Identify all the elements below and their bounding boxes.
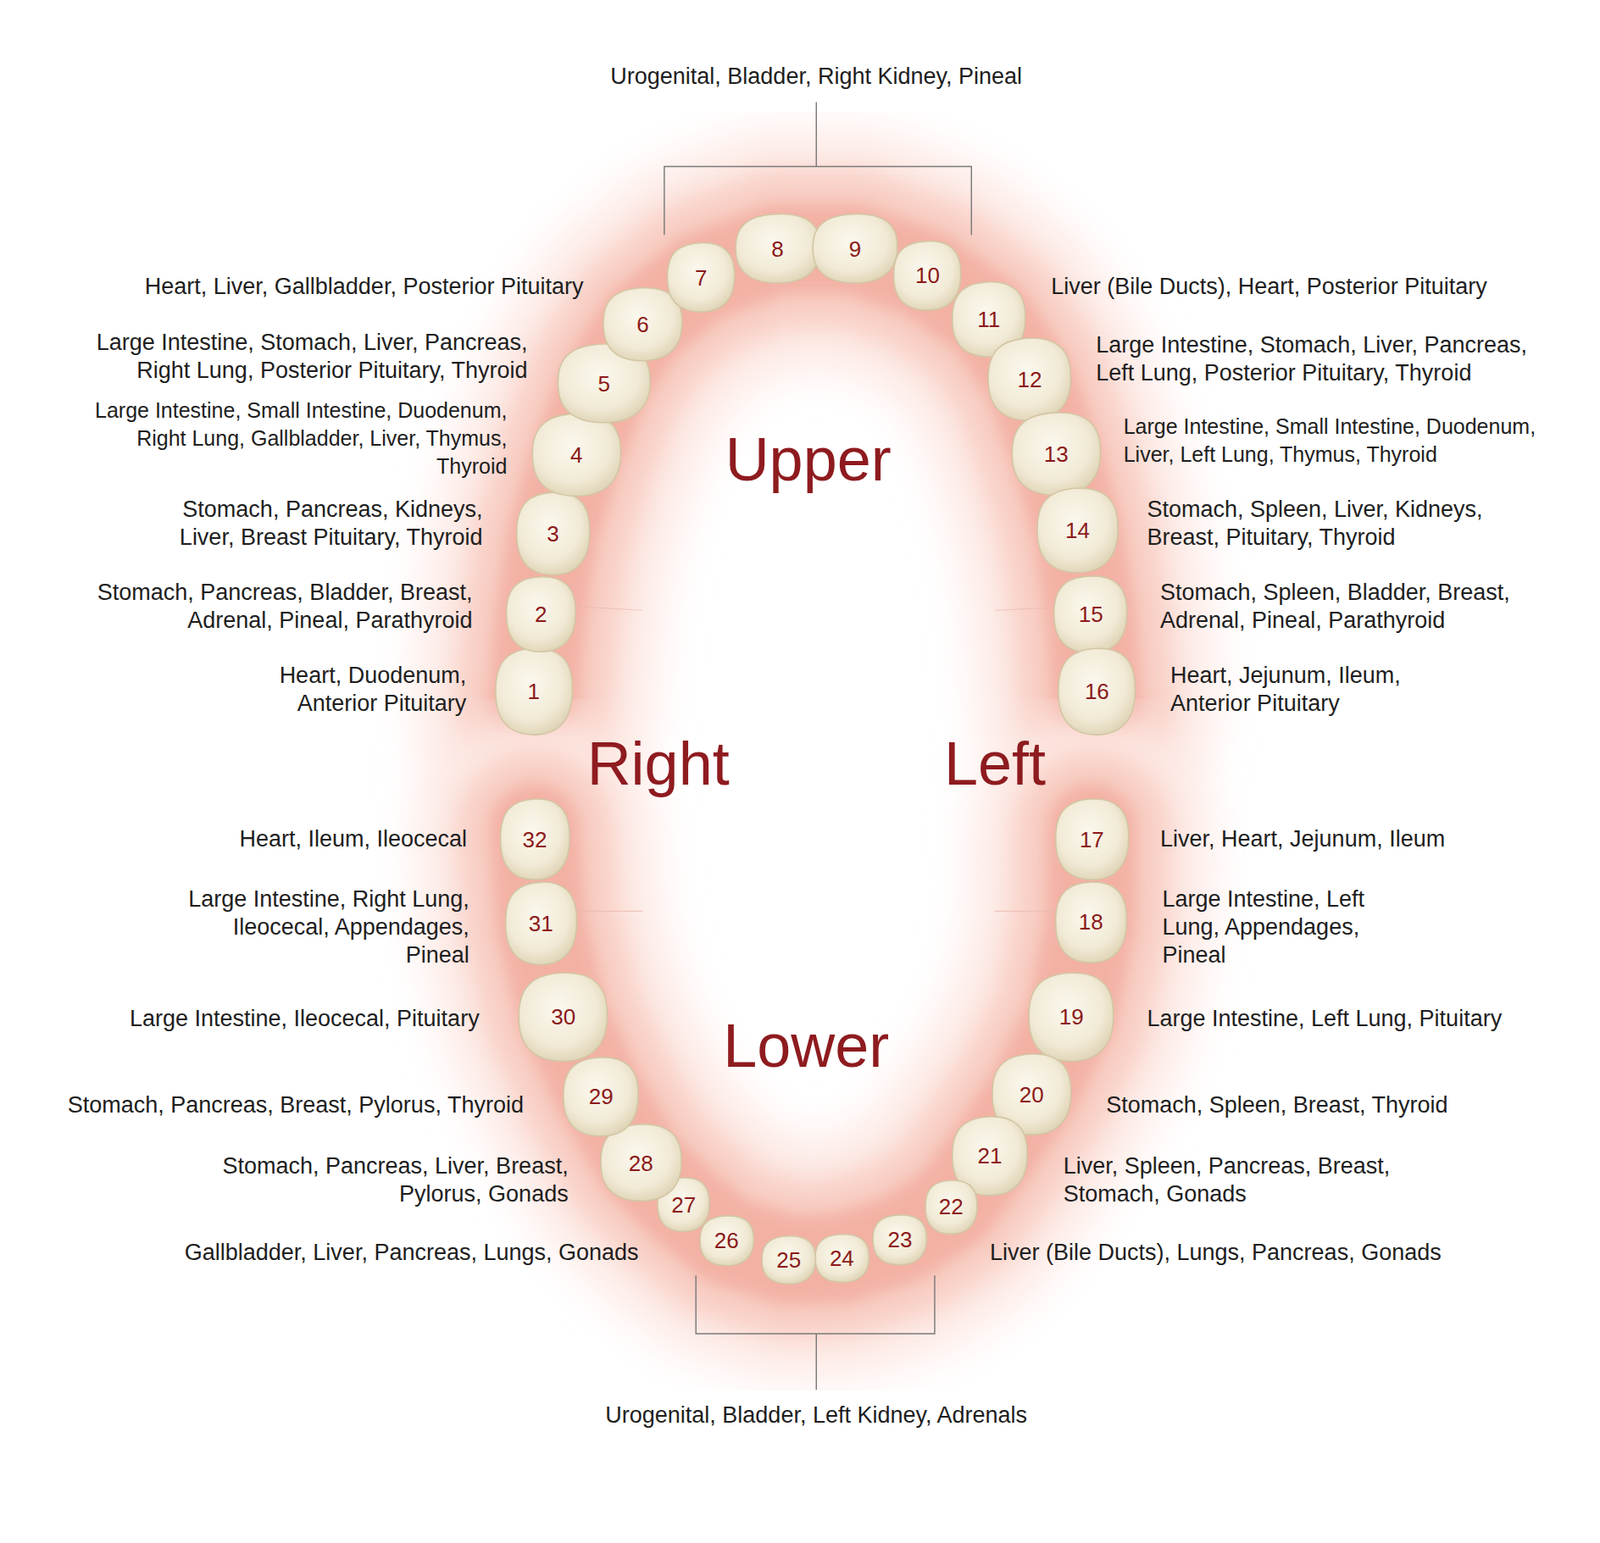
tooth: 26 [698,1214,756,1268]
tooth: 32 [498,796,573,883]
tooth-number: 12 [985,367,1074,392]
tooth-number: 1 [493,679,575,704]
region-label: Upper [725,425,892,494]
tooth-number: 3 [514,522,593,546]
organ-label: Stomach, Spleen, Liver, Kidneys, Breast,… [1146,495,1487,552]
organ-label: Urogenital, Bladder, Right Kidney, Pinea… [610,62,1023,91]
tooth-number: 21 [950,1144,1030,1168]
tooth-number: 9 [810,237,900,262]
tooth-number: 5 [555,372,654,396]
region-label: Lower [722,1011,889,1080]
tooth-number: 20 [989,1083,1074,1107]
tooth: 9 [810,211,900,286]
organ-label: Large Intestine, Stomach, Liver, Pancrea… [1095,331,1531,388]
organ-label: Stomach, Pancreas, Liver, Breast, Pyloru… [218,1152,569,1209]
tooth-number: 24 [813,1246,871,1271]
tooth-number: 31 [503,911,579,936]
tooth: 1 [493,645,575,738]
tooth: 23 [871,1213,928,1267]
tooth: 3 [514,489,593,578]
organ-label: Liver, Spleen, Pancreas, Breast, Stomach… [1063,1152,1395,1209]
tooth: 2 [504,574,578,655]
tooth: 14 [1034,485,1121,576]
organ-label: Liver (Bile Ducts), Lungs, Pancreas, Gon… [989,1238,1442,1267]
tooth-number: 8 [733,237,823,262]
tooth: 30 [516,970,611,1065]
organ-label: Large Intestine, Small Intestine, Duoden… [1123,412,1540,469]
organ-label: Heart, Jejunum, Ileum, Anterior Pituitar… [1170,661,1405,718]
tooth-number: 26 [698,1228,756,1253]
organ-label: Gallbladder, Liver, Pancreas, Lungs, Gon… [184,1238,639,1267]
gum-glow [533,249,1098,1261]
tooth-number: 4 [529,443,624,467]
organ-label: Stomach, Spleen, Breast, Thyroid [1105,1091,1448,1120]
tooth-number: 10 [891,263,963,288]
organ-label: Urogenital, Bladder, Left Kidney, Adrena… [605,1401,1028,1430]
tooth: 15 [1051,573,1130,656]
tooth-number: 25 [760,1248,817,1273]
tooth: 8 [733,211,823,286]
tooth: 17 [1053,796,1132,883]
tooth-number: 2 [504,602,578,627]
tooth: 29 [561,1055,641,1139]
tooth-number: 11 [950,307,1028,332]
tooth-number: 15 [1051,602,1130,627]
organ-label: Stomach, Pancreas, Kidneys, Liver, Breas… [178,495,484,552]
organ-label: Large Intestine, Stomach, Liver, Pancrea… [93,328,528,385]
organ-label: Large Intestine, Small Intestine, Duoden… [90,396,507,481]
tooth: 25 [760,1234,817,1286]
tooth-number: 23 [871,1227,928,1252]
tooth: 19 [1026,970,1117,1065]
region-label: Right [587,729,730,798]
tooth-number: 32 [498,827,573,852]
organ-label: Stomach, Pancreas, Breast, Pylorus, Thyr… [67,1091,524,1120]
tooth-number: 14 [1034,518,1121,543]
tooth-number: 13 [1009,442,1104,467]
tooth-number: 7 [665,266,737,290]
organ-label: Stomach, Pancreas, Bladder, Breast, Adre… [93,578,473,635]
region-label: Left [944,729,1046,798]
tooth: 12 [985,335,1074,424]
tooth-number: 17 [1053,827,1132,852]
tooth-number: 30 [516,1005,611,1029]
tooth: 31 [503,879,579,968]
tooth: 16 [1055,645,1138,738]
organ-label: Large Intestine, Left Lung, Appendages, … [1161,885,1368,970]
organ-label: Liver (Bile Ducts), Heart, Posterior Pit… [1050,272,1488,301]
organ-label: Large Intestine, Right Lung, Ileocecal, … [184,885,470,970]
leader-line [500,602,1134,912]
tooth-number: 22 [923,1194,979,1219]
organ-label: Liver, Heart, Jejunum, Ileum [1160,825,1445,854]
organ-label: Stomach, Spleen, Bladder, Breast, Adrena… [1160,578,1514,635]
organ-label: Heart, Ileum, Ileocecal [238,825,467,854]
tooth: 4 [529,411,624,500]
tooth: 13 [1009,410,1104,499]
organ-label: Large Intestine, Left Lung, Pituitary [1146,1005,1502,1034]
tooth: 24 [813,1233,871,1284]
tooth-number: 6 [600,312,685,337]
tooth-number: 19 [1026,1005,1117,1029]
tooth: 18 [1053,879,1129,966]
organ-label: Heart, Duodenum, Anterior Pituitary [275,661,467,718]
organ-label: Heart, Liver, Gallbladder, Posterior Pit… [144,272,584,301]
tooth-number: 29 [561,1084,641,1109]
tooth: 22 [923,1178,979,1236]
tooth-number: 28 [598,1151,684,1176]
organ-label: Large Intestine, Ileocecal, Pituitary [129,1005,480,1034]
tooth: 7 [665,240,737,315]
tooth-number: 18 [1053,910,1129,934]
tooth-number: 16 [1055,679,1138,704]
tooth: 10 [891,238,963,313]
